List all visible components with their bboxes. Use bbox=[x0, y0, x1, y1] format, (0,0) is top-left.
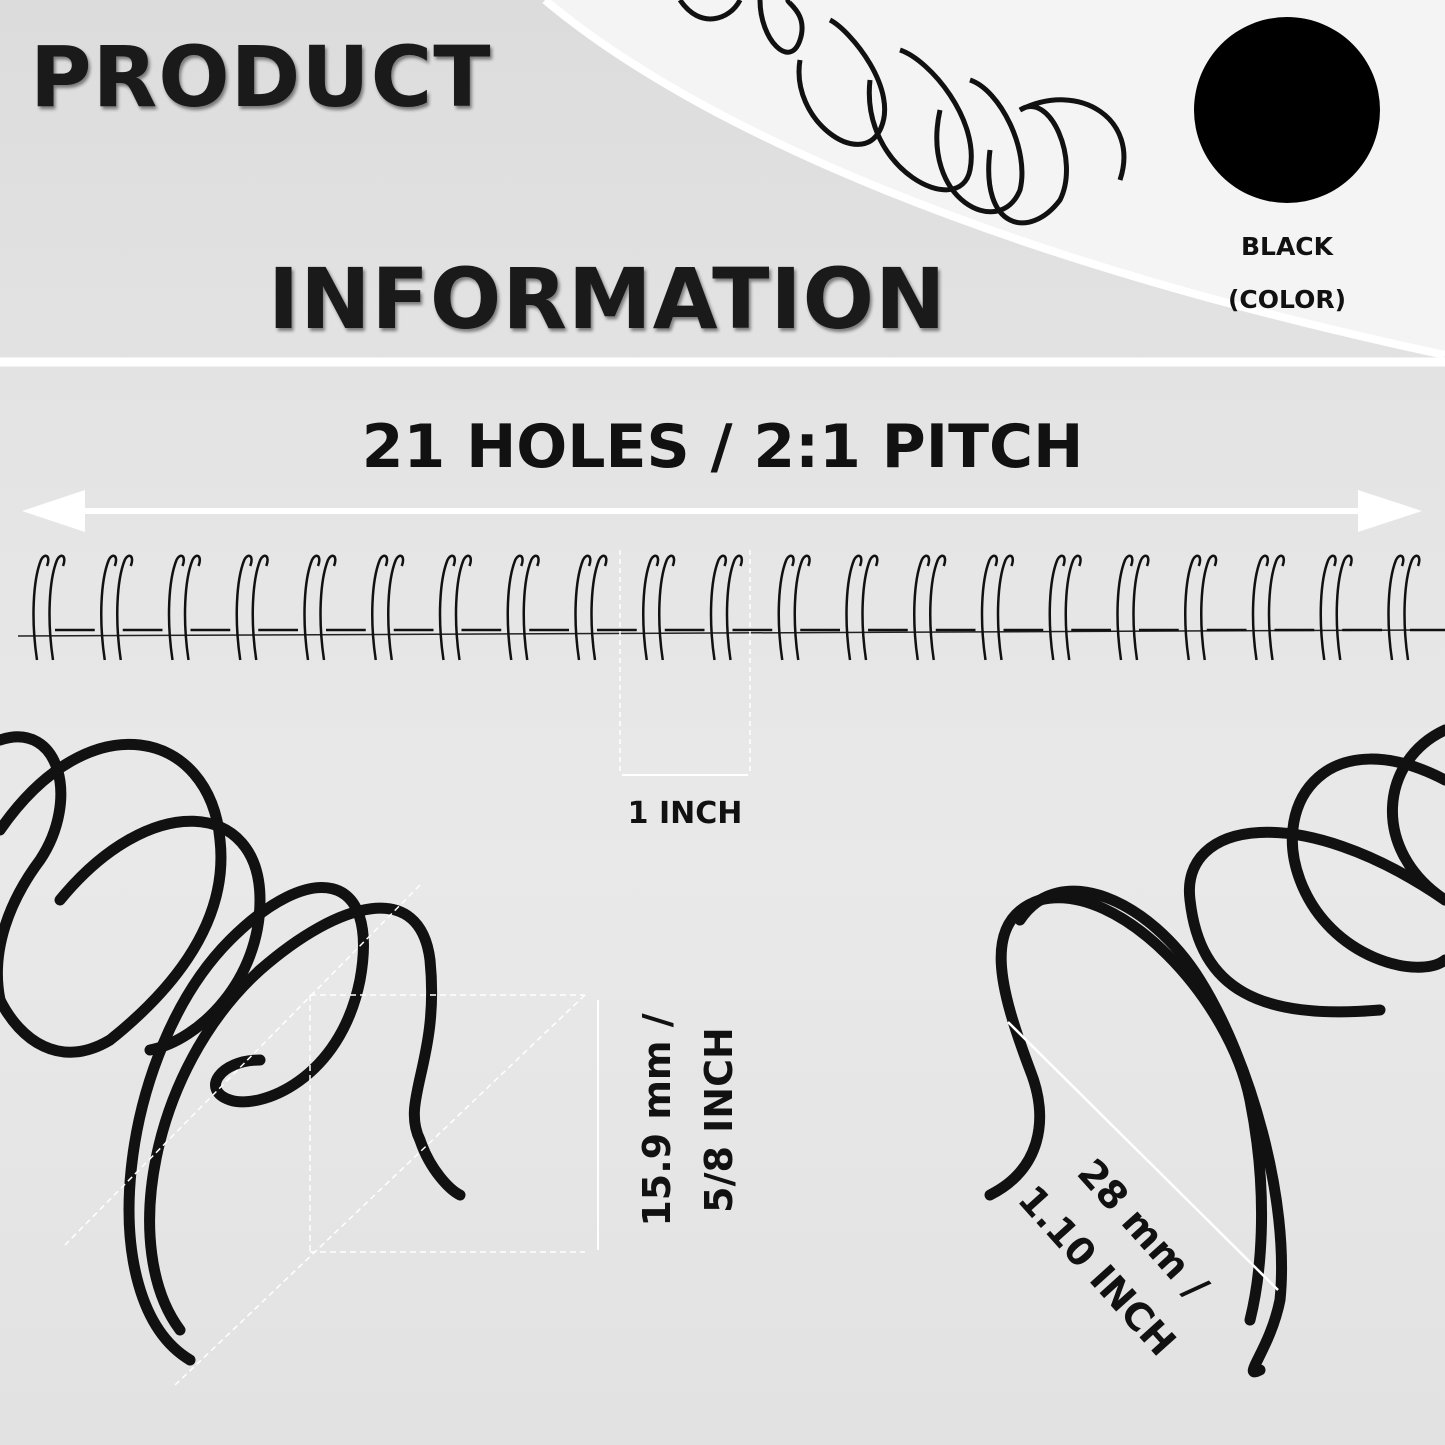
wire-loop bbox=[235, 554, 298, 661]
wire-loop bbox=[371, 554, 434, 661]
color-name: BLACK bbox=[1240, 232, 1334, 261]
wire-loop bbox=[642, 554, 705, 661]
wire-loop bbox=[1319, 554, 1382, 661]
color-label: BLACK (COLOR) bbox=[1194, 220, 1380, 326]
wire-loop bbox=[709, 554, 773, 661]
top-wire-coil bbox=[677, 0, 1127, 226]
diameter-label: 15.9 mm / 5/8 INCH bbox=[626, 1013, 750, 1226]
wire-loop bbox=[1048, 554, 1111, 661]
left-large-coil bbox=[0, 731, 466, 1366]
wire-loop bbox=[574, 554, 637, 661]
wire-loop bbox=[32, 554, 95, 661]
color-note: (COLOR) bbox=[1228, 285, 1346, 314]
wire-loop bbox=[1387, 554, 1445, 661]
wire-loop bbox=[1116, 554, 1179, 661]
wire-loop bbox=[303, 554, 366, 661]
wire-loop bbox=[1251, 554, 1315, 661]
pitch-length-label: 1 INCH bbox=[627, 796, 743, 831]
wire-loop bbox=[167, 554, 231, 661]
wire-loop-row bbox=[17, 554, 1445, 661]
wire-loop bbox=[845, 554, 908, 661]
length-arrow bbox=[22, 490, 1422, 532]
capacity-arrow bbox=[1007, 1021, 1279, 1291]
wire-loop bbox=[1184, 554, 1247, 661]
wire-loop bbox=[913, 554, 976, 661]
top-band-edge bbox=[542, 0, 1445, 359]
wire-loop bbox=[777, 554, 840, 661]
holes-pitch-heading: 21 HOLES / 2:1 PITCH bbox=[361, 412, 1084, 482]
title-product: PRODUCT bbox=[30, 28, 492, 126]
title-information: INFORMATION bbox=[268, 250, 947, 348]
wire-loop bbox=[438, 554, 502, 661]
right-large-coil bbox=[984, 724, 1445, 1378]
diameter-inch: 5/8 INCH bbox=[697, 1027, 741, 1213]
wire-loop bbox=[980, 554, 1044, 661]
pitch-dimension bbox=[619, 550, 751, 775]
diameter-guides bbox=[64, 884, 586, 1386]
diameter-mm: 15.9 mm / bbox=[635, 1013, 679, 1227]
wire-loop bbox=[506, 554, 569, 661]
wire-loop bbox=[100, 554, 163, 661]
color-swatch bbox=[1194, 17, 1380, 203]
